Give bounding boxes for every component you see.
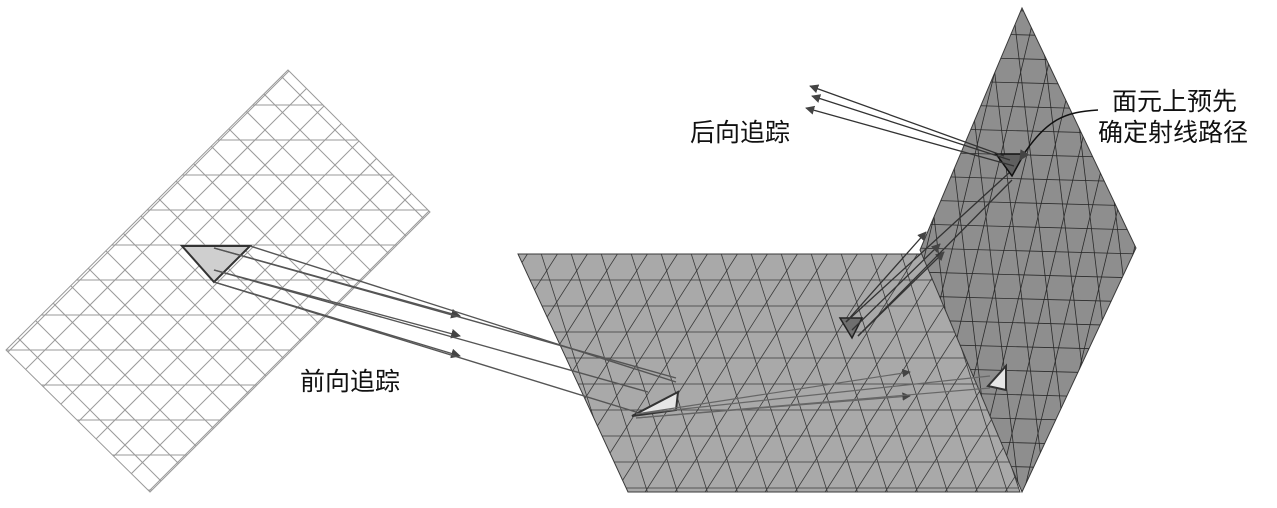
mesh-line xyxy=(1194,0,1254,500)
mesh-line xyxy=(390,250,470,500)
floor-surface-mesh xyxy=(300,250,1277,500)
precomputed-path-label: 面元上预先 确定射线路径 xyxy=(1098,86,1248,149)
mesh-line xyxy=(1178,0,1277,500)
backward-tracing-label: 后向追踪 xyxy=(690,117,790,148)
mesh-line xyxy=(1246,0,1277,500)
mesh-line xyxy=(1120,250,1277,500)
grid-line xyxy=(0,0,40,500)
mesh-line xyxy=(1152,0,1272,500)
mesh-line xyxy=(1126,0,1246,500)
mesh-line xyxy=(400,250,560,500)
grid-line xyxy=(0,0,45,500)
precomputed-path-label-line2: 确定射线路径 xyxy=(1098,117,1248,148)
grid-line xyxy=(0,0,5,500)
mesh-line xyxy=(1168,0,1228,500)
mesh-line xyxy=(1272,0,1277,500)
mesh-line xyxy=(1220,0,1277,500)
mesh-line xyxy=(430,250,590,500)
grid-line xyxy=(0,0,500,500)
mesh-line xyxy=(915,8,1140,14)
grid-line xyxy=(0,0,75,500)
mesh-line xyxy=(420,250,500,500)
grid-line xyxy=(0,0,10,500)
mesh-line xyxy=(1142,0,1202,500)
forward-tracing-label: 前向追踪 xyxy=(300,366,400,397)
grid-line xyxy=(0,0,80,500)
precomputed-path-label-line1: 面元上预先 xyxy=(1098,86,1248,117)
